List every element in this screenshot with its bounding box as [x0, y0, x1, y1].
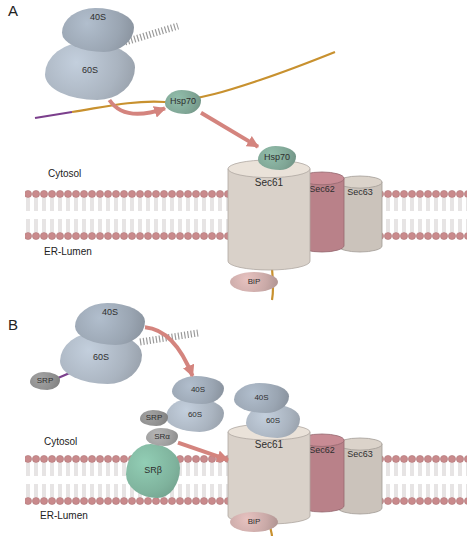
node-text: 40S — [102, 308, 118, 317]
compartment-label: ER-Lumen — [44, 246, 92, 257]
compartment-label: ER-Lumen — [40, 510, 88, 521]
node-text: 40S — [254, 394, 268, 402]
ribosome-small-subunit: 40S — [62, 8, 134, 52]
node-text: Sec61 — [255, 440, 283, 451]
ribosome-small-subunit: 40S — [234, 383, 289, 413]
sec61-channel: Sec61 — [228, 160, 310, 270]
flow-arrow — [178, 443, 228, 460]
sec63-protein: Sec63 — [338, 438, 382, 514]
bip-chaperone: BiP — [230, 272, 278, 292]
sec63-protein: Sec63 — [338, 176, 382, 252]
compartment-label: Cytosol — [48, 168, 81, 179]
node-text: Hsp70 — [264, 153, 290, 162]
node-text: 60S — [266, 417, 280, 425]
node-text: 60S — [188, 411, 202, 419]
node-text: 40S — [191, 386, 205, 394]
bip-chaperone: BiP — [230, 512, 278, 532]
sec61-channel: Sec61 — [228, 424, 310, 524]
ribosome-small-subunit: 40S — [172, 376, 224, 404]
node-text: Hsp70 — [170, 97, 196, 106]
node-text: SRβ — [144, 466, 162, 475]
compartment-label: Cytosol — [44, 436, 77, 447]
ribosome-small-subunit: 40S — [75, 303, 145, 345]
node-text: Sec62 — [309, 446, 335, 455]
node-text: 60S — [93, 353, 109, 362]
node-text: Sec62 — [309, 185, 335, 194]
node-text: BiP — [248, 518, 260, 526]
node-text: Sec63 — [347, 188, 373, 197]
hsp70-chaperone: Hsp70 — [258, 146, 296, 170]
flow-arrow — [109, 100, 165, 114]
sr-alpha: SRα — [146, 428, 178, 446]
mrna — [140, 333, 198, 342]
srp-particle: SRP — [140, 410, 168, 426]
flow-arrow — [145, 327, 193, 376]
panel-letter: B — [8, 316, 18, 333]
node-text: 40S — [90, 13, 106, 22]
node-text: Sec61 — [255, 178, 283, 189]
node-text: SRP — [37, 377, 53, 385]
signal-peptide — [35, 112, 72, 118]
node-text: SRP — [146, 414, 162, 422]
cylinder-outline — [228, 160, 310, 270]
cylinder-outline — [228, 424, 310, 524]
flow-arrow — [201, 113, 258, 147]
node-text: 60S — [82, 66, 98, 75]
node-text: BiP — [248, 278, 260, 286]
sr-beta: SRβ — [126, 444, 180, 498]
node-text: SRα — [154, 433, 170, 441]
panel-letter: A — [8, 2, 18, 19]
srp-particle: SRP — [30, 372, 60, 390]
hsp70-chaperone: Hsp70 — [165, 90, 201, 114]
node-text: Sec63 — [347, 450, 373, 459]
